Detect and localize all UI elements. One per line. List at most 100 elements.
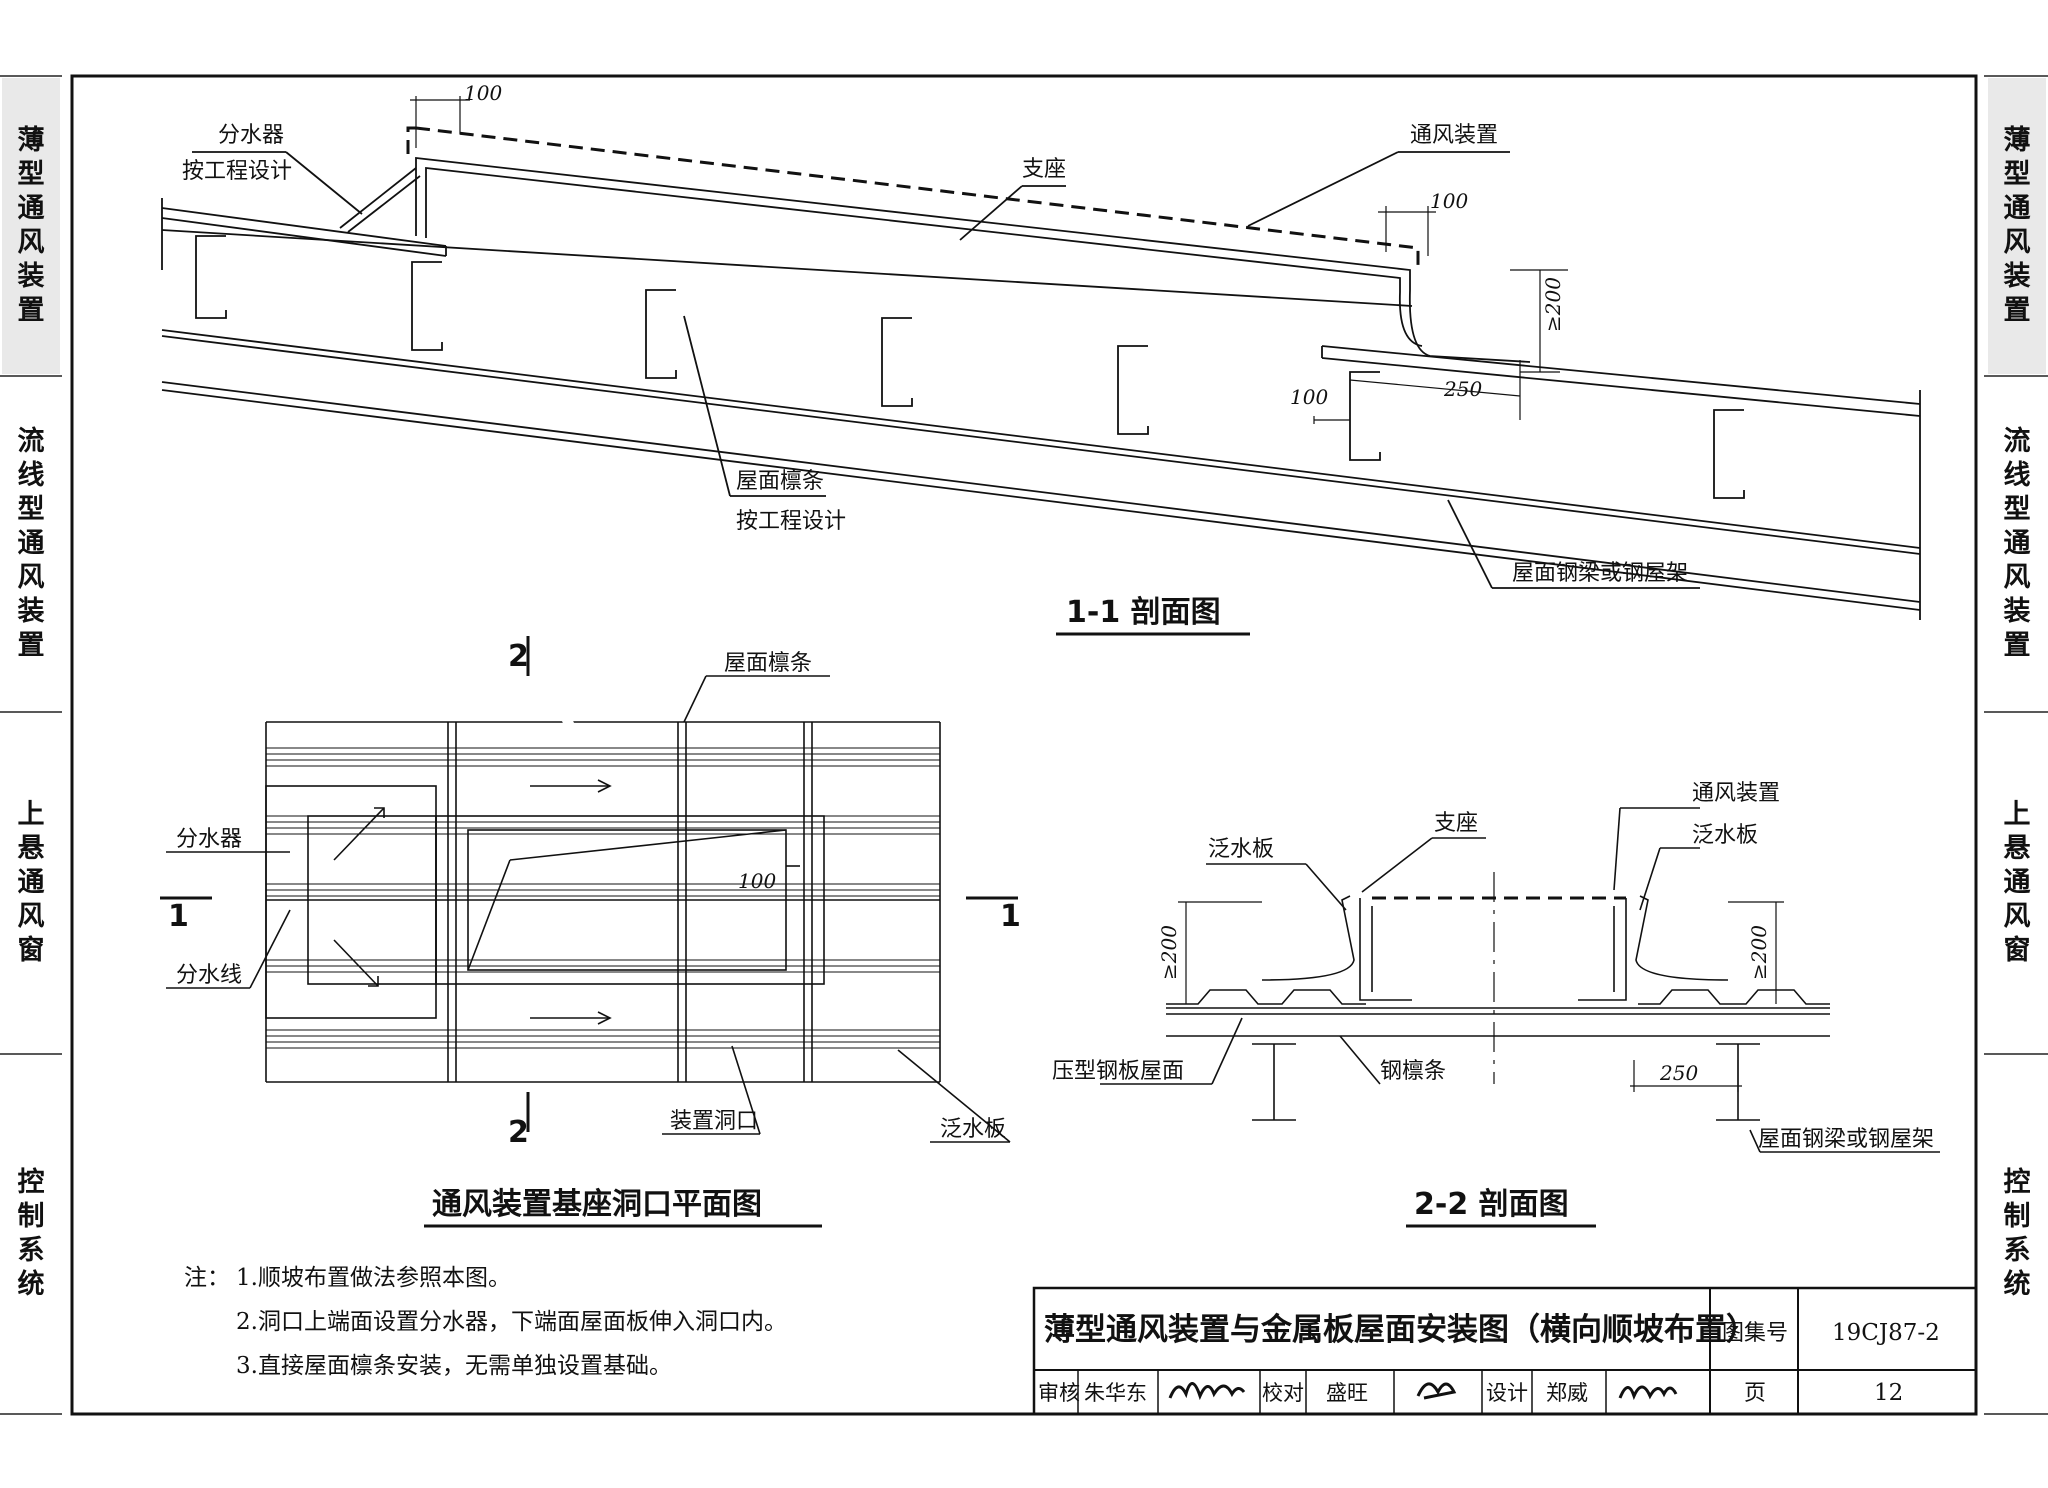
lower-roof-panel bbox=[1321, 345, 1921, 405]
plan-label-opening: 装置洞口 bbox=[670, 1109, 758, 1134]
side-tab-right-streamline-vent[interactable]: 流线型通风装置 bbox=[1988, 378, 2046, 710]
s22-label-flashing-left: 泛水板 bbox=[1208, 837, 1274, 862]
c-purlin bbox=[411, 261, 443, 351]
section-1-1-title: 1-1 剖面图 bbox=[1066, 595, 1221, 630]
section-2-2-title: 2-2 剖面图 bbox=[1414, 1187, 1569, 1222]
checker-name: 盛旺 bbox=[1326, 1381, 1368, 1405]
side-tab-label: 上悬通风窗 bbox=[17, 799, 45, 966]
s22-label-steel-purlin: 钢檩条 bbox=[1380, 1059, 1446, 1084]
label-purlin-note: 按工程设计 bbox=[736, 509, 846, 534]
plan-label-diverter: 分水器 bbox=[176, 827, 242, 852]
side-tab-left-top-hung-window[interactable]: 上悬通风窗 bbox=[2, 714, 60, 1052]
section-1-1-text: 分水器 按工程设计 支座 通风装置 屋面檩条 按工程设计 屋面钢梁或钢屋架 10… bbox=[182, 81, 1688, 636]
side-tab-left-control-system[interactable]: 控制系统 bbox=[2, 1056, 60, 1412]
dimension-lines bbox=[410, 96, 1568, 424]
plan-view bbox=[160, 636, 1018, 1143]
atlas-number: 19CJ87-2 bbox=[1832, 1320, 1940, 1346]
steel-beam-line bbox=[161, 329, 1921, 549]
section-1-1 bbox=[161, 96, 1921, 620]
section-mark-bottom-label: 2 bbox=[508, 1115, 529, 1150]
page-number: 12 bbox=[1874, 1380, 1903, 1406]
vent-support bbox=[415, 156, 1531, 363]
side-tab-label: 薄型通风装置 bbox=[2003, 125, 2031, 326]
side-tab-label: 流线型通风装置 bbox=[17, 426, 45, 661]
section-2-2 bbox=[1100, 807, 1940, 1153]
designer-name: 郑威 bbox=[1546, 1381, 1588, 1405]
checker-signature bbox=[1416, 1382, 1457, 1400]
title-block bbox=[1032, 1286, 1978, 1416]
c-purlin bbox=[1349, 371, 1381, 461]
side-tab-label: 上悬通风窗 bbox=[2003, 799, 2031, 966]
notes-prefix: 注： bbox=[184, 1265, 230, 1291]
s22-label-vent: 通风装置 bbox=[1692, 781, 1780, 806]
section-mark-top-label: 2 bbox=[508, 639, 529, 674]
flashing-left bbox=[1261, 895, 1355, 981]
leader-beam bbox=[1447, 499, 1493, 589]
section-mark-left-label: 1 bbox=[168, 899, 189, 934]
side-tab-right-control-system[interactable]: 控制系统 bbox=[1988, 1056, 2046, 1412]
plan-label-diverter-line: 分水线 bbox=[176, 963, 242, 988]
note-item-2: 2.洞口上端面设置分水器，下端面屋面板伸入洞口内。 bbox=[236, 1309, 787, 1335]
atlas-label: 图集号 bbox=[1722, 1321, 1788, 1346]
side-tab-left-thin-vent[interactable]: 薄型通风装置 bbox=[2, 78, 60, 374]
plan-label-flashing: 泛水板 bbox=[940, 1117, 1006, 1142]
dim-100-top-right: 100 bbox=[1430, 189, 1468, 213]
side-tab-label: 薄型通风装置 bbox=[17, 125, 45, 326]
c-purlin bbox=[1713, 409, 1745, 499]
dim-250: 250 bbox=[1443, 377, 1482, 401]
flashing-right bbox=[1635, 895, 1729, 981]
s22-label-steel-beam: 屋面钢梁或钢屋架 bbox=[1758, 1127, 1934, 1152]
c-purlin bbox=[195, 235, 227, 319]
reviewer-name: 朱华东 bbox=[1084, 1381, 1147, 1405]
label-purlin: 屋面檩条 bbox=[736, 469, 824, 494]
plan-view-text: 屋面檩条 分水器 分水线 装置洞口 泛水板 100 2 2 1 1 通风装置基座… bbox=[168, 639, 1021, 1228]
label-diverter-note: 按工程设计 bbox=[182, 159, 292, 184]
designer-signature bbox=[1618, 1385, 1678, 1401]
c-purlin bbox=[881, 317, 913, 407]
drawing-title: 薄型通风装置与金属板屋面安装图（横向顺坡布置） bbox=[1044, 1312, 1757, 1348]
label-diverter: 分水器 bbox=[218, 123, 284, 148]
page-label: 页 bbox=[1744, 1381, 1766, 1406]
section-mark-right-label: 1 bbox=[1000, 899, 1021, 934]
reviewer-signature bbox=[1168, 1382, 1246, 1401]
leader-support bbox=[959, 185, 1023, 241]
deck-ribs bbox=[266, 747, 940, 1049]
note-item-3: 3.直接屋面檩条安装，无需单独设置基础。 bbox=[236, 1353, 672, 1379]
s22-label-flashing-right: 泛水板 bbox=[1692, 823, 1758, 848]
plan-label-purlin: 屋面檩条 bbox=[724, 651, 812, 676]
side-tab-label: 控制系统 bbox=[17, 1167, 45, 1300]
upper-roof-panel bbox=[161, 207, 447, 247]
sheet-frame bbox=[70, 74, 1978, 1416]
purlin-top-line bbox=[161, 229, 1413, 307]
s22-label-support: 支座 bbox=[1434, 811, 1478, 836]
dim-100-top-left: 100 bbox=[464, 81, 502, 105]
s22-label-deck: 压型钢板屋面 bbox=[1052, 1059, 1184, 1084]
s22-dim-200-right: ≥200 bbox=[1747, 925, 1771, 980]
side-tab-right-thin-vent[interactable]: 薄型通风装置 bbox=[1988, 78, 2046, 374]
s22-dim-250: 250 bbox=[1659, 1061, 1698, 1085]
plan-view-title: 通风装置基座洞口平面图 bbox=[432, 1187, 762, 1222]
note-item-1: 1.顺坡布置做法参照本图。 bbox=[236, 1265, 511, 1291]
deck-profile bbox=[1166, 989, 1366, 1005]
i-beam-left bbox=[1252, 1043, 1296, 1121]
side-tab-left-streamline-vent[interactable]: 流线型通风装置 bbox=[2, 378, 60, 710]
review-label: 审核 bbox=[1038, 1381, 1080, 1405]
vent-device-dashed bbox=[406, 126, 1420, 268]
s22-dim-200-left: ≥200 bbox=[1157, 925, 1181, 980]
leader-purlin bbox=[683, 315, 731, 497]
dim-200: ≥200 bbox=[1541, 277, 1565, 332]
plan-dim-100: 100 bbox=[738, 869, 776, 893]
diverter bbox=[339, 167, 417, 229]
label-vent-device: 通风装置 bbox=[1410, 123, 1498, 148]
side-tab-label: 控制系统 bbox=[2003, 1167, 2031, 1300]
side-tab-right-top-hung-window[interactable]: 上悬通风窗 bbox=[1988, 714, 2046, 1052]
label-support: 支座 bbox=[1022, 157, 1066, 182]
label-steel-beam: 屋面钢梁或钢屋架 bbox=[1512, 561, 1688, 586]
design-label: 设计 bbox=[1486, 1381, 1528, 1405]
c-purlin bbox=[1117, 345, 1149, 435]
section-2-2-text: 泛水板 支座 通风装置 泛水板 压型钢板屋面 钢檩条 屋面钢梁或钢屋架 ≥200… bbox=[1052, 781, 1934, 1228]
c-purlin bbox=[645, 289, 677, 379]
check-label: 校对 bbox=[1262, 1381, 1304, 1405]
dim-100-bottom: 100 bbox=[1290, 385, 1328, 409]
